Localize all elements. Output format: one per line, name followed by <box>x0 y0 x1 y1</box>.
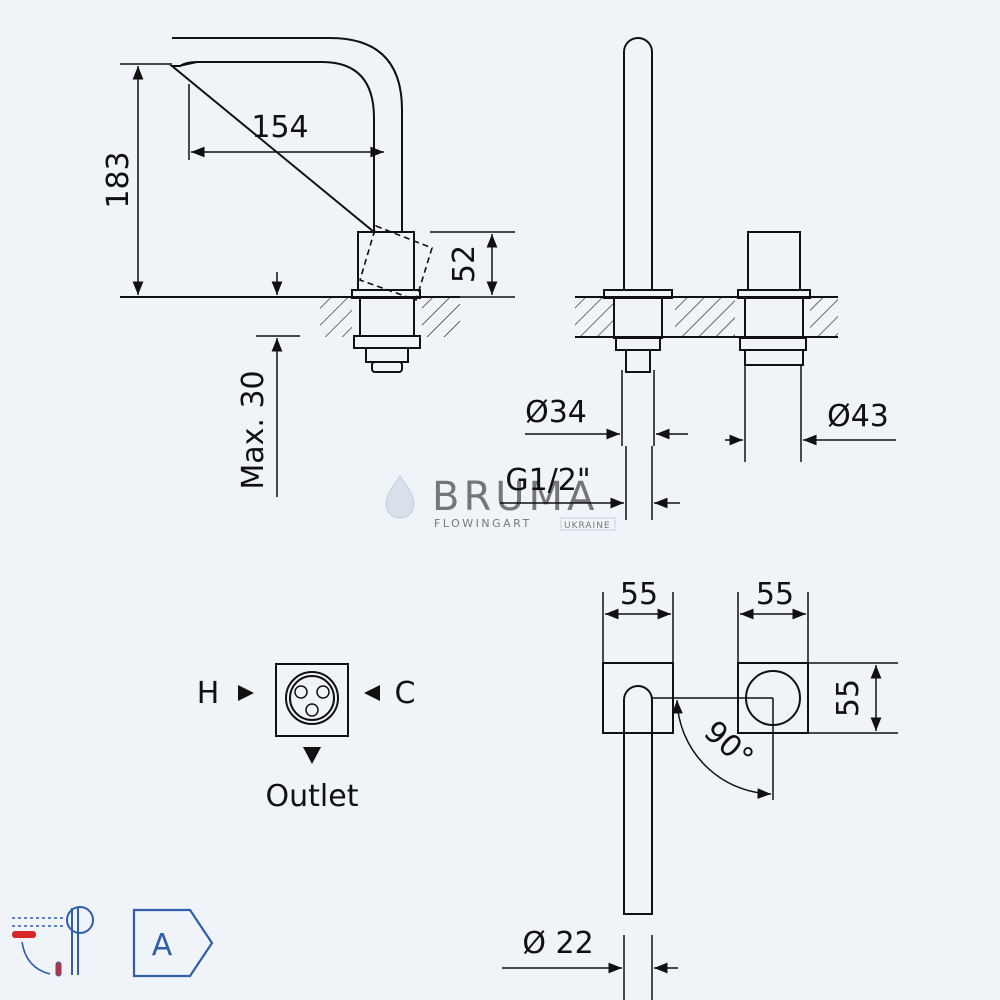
eco-icon-dial <box>66 906 94 934</box>
energy-class-badge: A <box>132 908 214 978</box>
energy-badge-shape <box>132 908 214 978</box>
watermark: BRUMA FLOWINGART UKRAINE <box>385 474 616 531</box>
mixer-front-handle <box>747 231 801 291</box>
front-hatch-left <box>575 297 613 337</box>
drop-icon <box>385 475 415 519</box>
dim-max-30: Max. 30 <box>236 370 271 489</box>
cold-arrow-icon <box>364 685 380 701</box>
nut-lower <box>365 347 409 363</box>
connector <box>371 361 403 373</box>
lock-nut <box>353 335 421 349</box>
outlet-arrow-icon <box>303 747 321 764</box>
dim-55-h: 55 <box>831 679 866 717</box>
dim-183: 183 <box>101 151 136 208</box>
cold-label: C <box>395 676 416 711</box>
dim-dia-22: Ø 22 <box>522 926 593 961</box>
connection-diagram: H C Outlet <box>197 663 416 814</box>
eco-icon-red-marker <box>12 931 36 938</box>
eco-icon-thermo <box>55 961 62 977</box>
countertop-hatch-left <box>320 297 352 337</box>
shank <box>359 297 415 337</box>
dim-154: 154 <box>251 110 308 145</box>
port-outlet <box>305 703 319 717</box>
watermark-tag-text: UKRAINE <box>564 521 611 531</box>
watermark-tagline: FLOWINGART <box>434 517 532 530</box>
front-hatch-mid <box>675 297 735 337</box>
port-cold <box>316 685 330 699</box>
mixer-front-base <box>744 349 804 366</box>
front-view: Ø34 G1/2" Ø43 <box>500 37 896 520</box>
connection-inner-ring <box>289 675 335 721</box>
countertop-hatch-right <box>422 297 460 337</box>
watermark-tag-box <box>560 517 616 531</box>
mixer-front-nut <box>739 337 807 351</box>
handle-rotated-dashed <box>359 224 433 302</box>
connection-box <box>275 663 349 737</box>
spout-nut <box>615 337 661 351</box>
spout-front <box>623 37 653 290</box>
hot-arrow-icon <box>238 685 254 701</box>
connection-outer-ring <box>285 671 339 725</box>
outlet-label: Outlet <box>266 779 359 814</box>
mixer-eco-icon <box>12 906 94 977</box>
spout-top <box>623 685 653 915</box>
dim-thread: G1/2" <box>505 463 590 498</box>
spout-pipe <box>625 349 651 373</box>
port-hot <box>294 685 308 699</box>
angle-arc <box>672 699 772 799</box>
dim-dia-34: Ø34 <box>525 395 587 430</box>
energy-badge-label: A <box>152 928 173 963</box>
dim-dia-43: Ø43 <box>827 399 889 434</box>
mixer-front-shank <box>744 297 804 339</box>
eco-icon-arc <box>21 941 51 975</box>
front-hatch-right <box>810 297 838 337</box>
watermark-brand: BRUMA <box>432 474 598 520</box>
dim-55-b: 55 <box>756 577 794 612</box>
hot-label: H <box>197 676 220 711</box>
dim-55-a: 55 <box>620 577 658 612</box>
dim-52: 52 <box>447 245 482 283</box>
spout-shank <box>613 297 663 339</box>
spout-aerator <box>179 61 199 67</box>
top-view: 55 55 55 90° Ø 22 <box>502 577 898 1000</box>
side-view: 183 154 52 Max. 30 <box>101 37 515 497</box>
